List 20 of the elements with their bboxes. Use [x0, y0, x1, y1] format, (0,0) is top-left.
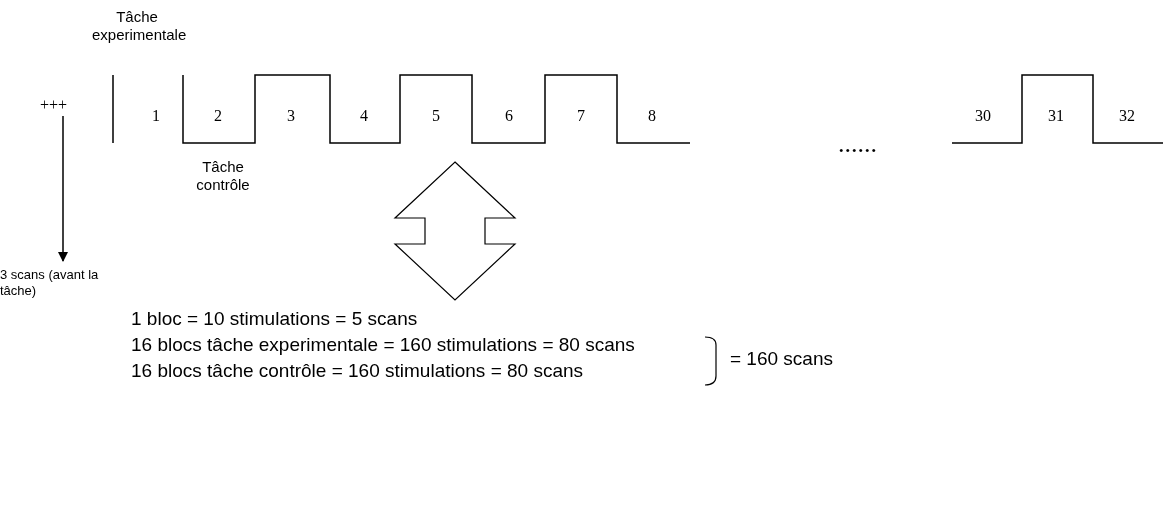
block-number: 32 — [1119, 106, 1135, 126]
marker-text: +++ — [40, 95, 88, 115]
note-text: 16 blocs tâche contrôle = 160 stimulations = 80 scans — [131, 360, 584, 383]
block-number: 1 — [152, 106, 160, 126]
total-text: = 160 scans — [730, 348, 833, 371]
note-text: 1 bloc = 10 stimulations = 5 scans — [131, 308, 418, 331]
block-number: 5 — [432, 106, 440, 126]
block-number: 3 — [287, 106, 295, 126]
arrow — [58, 115, 68, 262]
block-number: 30 — [975, 106, 991, 126]
block-number: 6 — [505, 106, 513, 126]
block-number: 2 — [214, 106, 222, 126]
block-number: 8 — [648, 106, 656, 126]
block-number: 7 — [577, 106, 585, 126]
annotation-text: 3 scans (avant la tâche) — [0, 267, 120, 299]
ellipsis: ...... — [838, 128, 877, 160]
block-number: 4 — [360, 106, 368, 126]
note-text: 16 blocs tâche experimentale = 160 stimulations = 80 scans — [131, 334, 635, 357]
block-number: 31 — [1048, 106, 1064, 126]
phase-label: Tâche contrôle — [195, 158, 251, 194]
